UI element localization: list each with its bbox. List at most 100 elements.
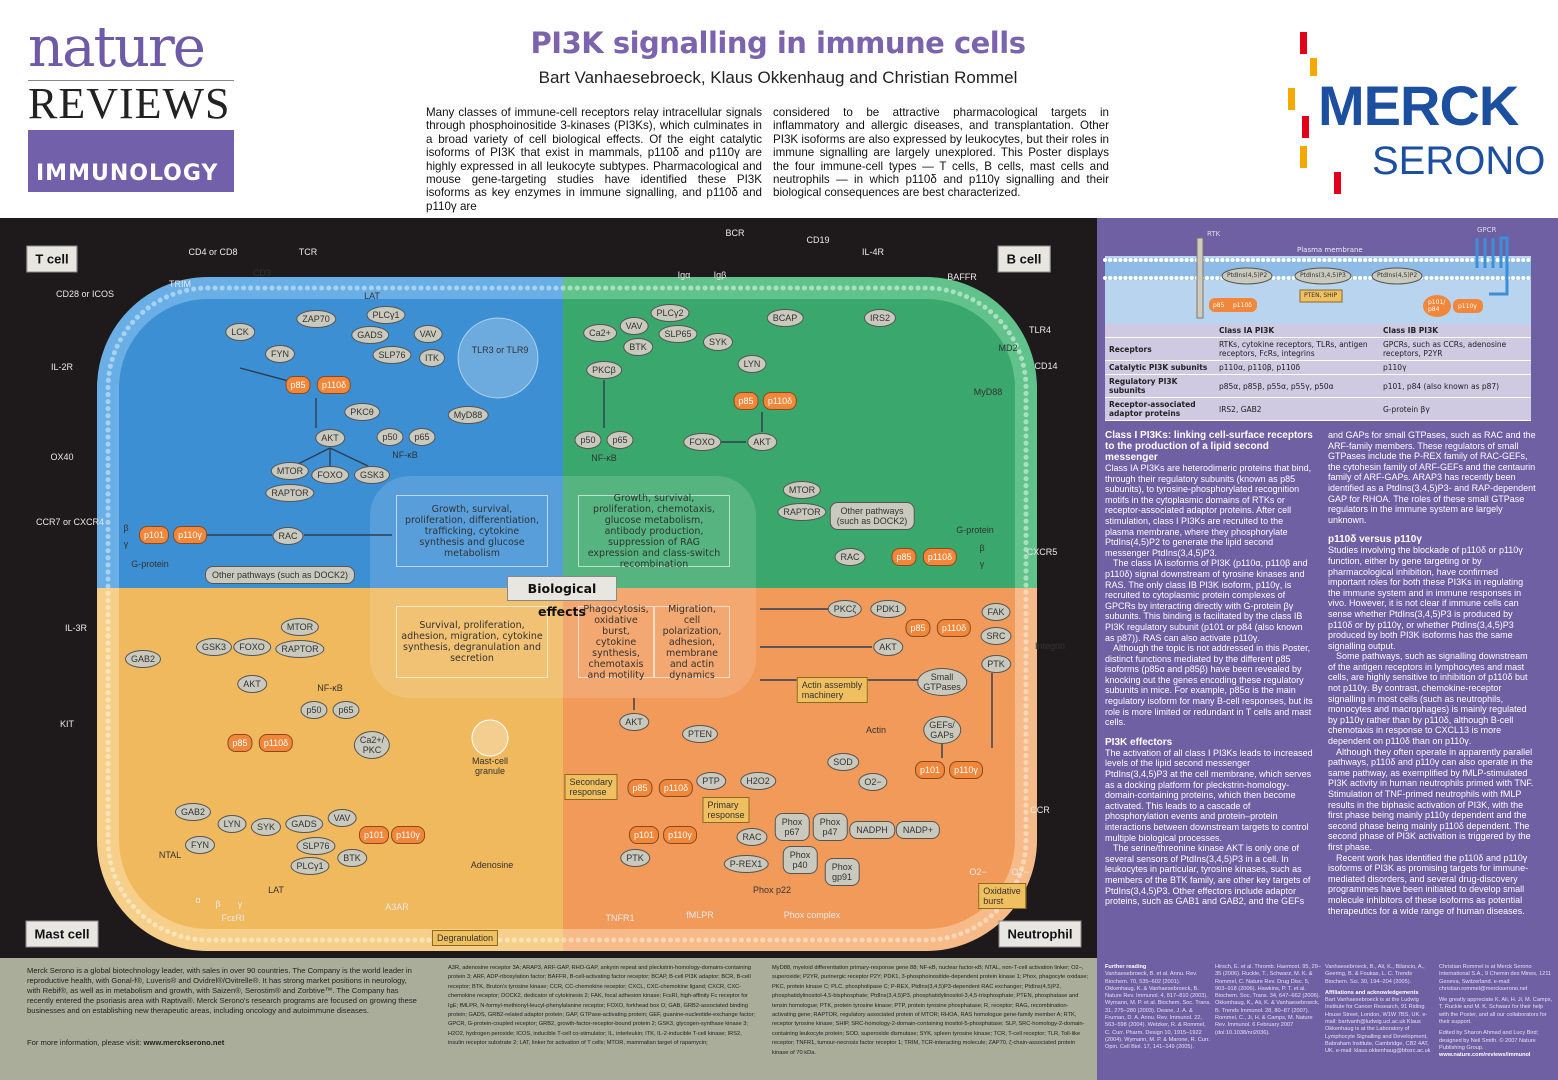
paragraph: The serine/threonine kinase AKT is only … [1105, 430, 1536, 907]
logo-divider [28, 80, 234, 81]
mast-protein-node: Ca2+/ PKC [353, 731, 391, 759]
tcell-label: OX40 [50, 452, 74, 462]
mast-protein-node: p110δ [258, 734, 294, 752]
tcell-label: CD4 or CD8 [188, 247, 238, 257]
tcell-protein-node: AKT [315, 429, 345, 447]
pip3-label: PtdIns(3,4,5)P3 [1300, 272, 1346, 279]
sponsor-link[interactable]: www.merckserono.net [143, 1038, 225, 1047]
mast-protein-node: LYN [217, 815, 247, 833]
neutrophil-protein-node: SRC [980, 627, 1012, 645]
tcell-protein-node: VAV [413, 325, 443, 343]
journal-logo-immunology: IMMUNOLOGY [28, 130, 234, 192]
mast-label: IL-3R [64, 623, 88, 633]
tcell-protein-node: ITK [418, 349, 446, 367]
plasma-membrane-label: Plasma membrane [1297, 246, 1363, 254]
tcell-protein-node: MyD88 [447, 406, 489, 424]
mast-protein-node: SLP76 [296, 837, 336, 855]
tcell-label: NF-κB [392, 450, 418, 460]
mast-cell-type-label: Mast cell [25, 920, 99, 948]
neutrophil-protein-node: p101 [914, 761, 946, 779]
bcell-protein-node: PKCβ [586, 361, 622, 379]
sponsor-logo-serono: SERONO [1372, 139, 1546, 183]
mast-label: A3AR [385, 902, 409, 912]
tcell-label: LAT [364, 291, 380, 301]
neutrophil-effects-box-b: Migration, cell polarization, adhesion, … [654, 604, 730, 681]
neutrophil-protein-node: Phox p47 [812, 813, 848, 841]
mast-label: Degranulation [431, 930, 499, 946]
bcell-protein-node: p50 [574, 431, 602, 449]
bcell-protein-node: RAC [834, 548, 866, 566]
tcell-protein-node: GADS [351, 326, 389, 344]
neutrophil-protein-node: p101 [628, 826, 660, 844]
bcell-protein-node: SYK [702, 333, 734, 351]
tcell-protein-node: Other pathways (such as DOCK2) [204, 566, 356, 584]
bcell-protein-node: RAPTOR [777, 503, 827, 521]
neutrophil-protein-node: PTK [981, 655, 1011, 673]
neutrophil-protein-node: GEFs/ GAPs [923, 716, 961, 744]
table-header: Class IA PI3K [1219, 326, 1275, 335]
mast-protein-node: RAPTOR [275, 640, 325, 658]
intro-column-2: considered to be attractive pharmacologi… [773, 106, 1109, 200]
paragraph: The class IA isoforms of PI3K (p110α, p1… [1105, 558, 1308, 643]
acknowledgements: Christian Rommel is at Merck Serono Inte… [1439, 964, 1553, 1059]
mast-label: LAT [268, 885, 284, 895]
journal-link[interactable]: www.nature.com/reviews/immunol [1439, 1052, 1531, 1059]
neutrophil-protein-node: H2O2 [740, 772, 776, 790]
info-panel: RTK GPCR Plasma membrane PtdIns(4,5)P2 P… [1097, 218, 1558, 958]
neutrophil-protein-node: NADPH [849, 821, 895, 839]
tcell-label: G-protein [131, 559, 169, 569]
bcell-effects-box: Growth, survival, proliferation, chemota… [578, 493, 730, 570]
paragraph: Although they often operate in apparentl… [1328, 746, 1534, 852]
neutrophil-label: O2− [1011, 867, 1029, 877]
tcell-protein-node: MTOR [270, 462, 310, 480]
bcell-label: Igβ [713, 270, 727, 280]
tcell-label: CD3 [252, 268, 272, 278]
neutrophil-label: Actin assembly machinery [796, 677, 868, 703]
neutrophil-protein-node: Phox p40 [782, 846, 818, 874]
tcell-label: TLR3 or TLR9 [471, 345, 529, 355]
bcell-label: MD2 [998, 343, 1018, 353]
mast-label: KIT [59, 719, 75, 729]
neutrophil-protein-node: SOD [827, 753, 859, 771]
mast-cell-quadrant [97, 588, 563, 951]
paragraph: Class IA PI3Ks are heterodimeric protein… [1105, 463, 1312, 558]
mast-protein-node: GSK3 [195, 638, 233, 656]
neutrophil-label: TNFR1 [605, 913, 635, 923]
neutrophil-label: Oxidative burst [978, 883, 1026, 909]
tcell-protein-node: PLCγ1 [366, 306, 406, 324]
neutrophil-protein-node: RAC [736, 828, 768, 846]
tcell-protein-node: p110γ [173, 526, 207, 544]
journal-logo-nature: nature [28, 15, 206, 80]
neutrophil-protein-node: p110δ [936, 619, 972, 637]
bcell-label: BCR [725, 228, 745, 238]
bcell-protein-node: p85 [733, 392, 759, 410]
neutrophil-protein-node: PTEN [681, 725, 719, 743]
tcell-effects-box: Growth, survival, proliferation, differe… [396, 495, 548, 567]
panel-article: Class I PI3Ks: linking cell-surface rece… [1105, 430, 1537, 916]
mast-protein-node: GADS [285, 815, 323, 833]
bcell-protein-node: PLCγ2 [650, 304, 690, 322]
bcell-protein-node: SLP65 [658, 325, 698, 343]
rtk-label: RTK [1207, 230, 1221, 238]
bcell-cell-type-label: B cell [997, 245, 1051, 273]
neutrophil-protein-node: PTP [696, 772, 726, 790]
further-reading-2: Hirsch, E. et al. Thromb. Haemost. 95, 2… [1215, 964, 1321, 1036]
neutrophil-quadrant [563, 588, 1037, 951]
intro-column-1: Many classes of immune-cell receptors re… [426, 106, 762, 213]
table-header [1105, 329, 1215, 333]
neutrophil-protein-node: p110δ [658, 779, 694, 797]
tcell-protein-node: GSK3 [353, 466, 391, 484]
neutrophil-protein-node: FAK [981, 603, 1011, 621]
bcell-label: TLR4 [1028, 325, 1052, 335]
neutrophil-label: Actin [865, 725, 887, 735]
company-description: Merck Serono is a global biotechnology l… [27, 966, 417, 1015]
bcell-label: BAFFR [947, 272, 977, 282]
bcell-protein-node: VAV [619, 317, 649, 335]
p101-p84-label: p101/ p84 [1428, 299, 1446, 313]
neutrophil-label: Integrin [1034, 641, 1066, 651]
mast-cell-granule-graphic [471, 719, 509, 757]
mast-protein-node: GAB2 [174, 803, 212, 821]
mast-protein-node: SYK [250, 818, 282, 836]
p85-label: p85 [1213, 302, 1225, 309]
